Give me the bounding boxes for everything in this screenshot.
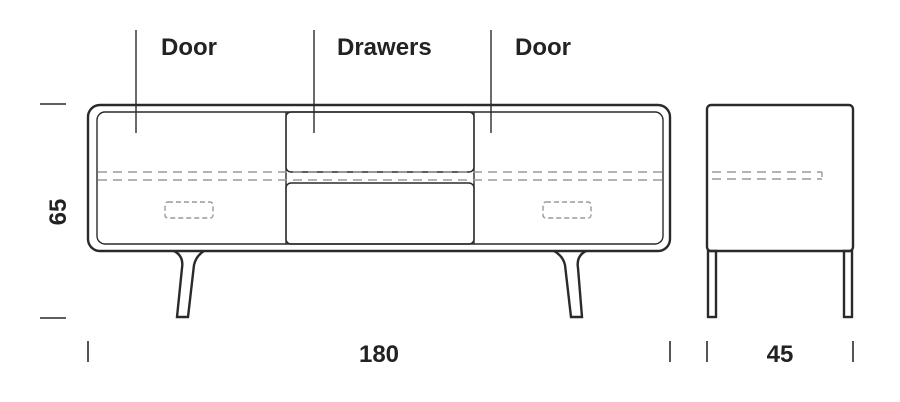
width-value: 180 <box>359 341 399 368</box>
top-drawer <box>285 111 475 173</box>
side-leg-left <box>706 249 718 319</box>
side-view <box>705 103 855 319</box>
width-dimension: 180 <box>87 341 671 368</box>
right-leg <box>553 249 587 319</box>
right-door-handle <box>542 201 592 219</box>
door-left-label: Door <box>161 34 217 61</box>
left-door-handle <box>164 201 214 219</box>
cabinet-outer-frame <box>86 103 672 253</box>
side-leg-right <box>842 249 854 319</box>
height-dimension: 65 <box>40 103 72 319</box>
side-body <box>705 103 855 253</box>
height-value: 65 <box>45 199 72 226</box>
cabinet-inner-frame <box>96 111 664 245</box>
depth-value: 45 <box>767 341 794 368</box>
bottom-drawer <box>285 182 475 245</box>
depth-dimension: 45 <box>706 341 854 368</box>
left-leg <box>173 249 205 319</box>
front-view <box>86 103 672 319</box>
door-right-label: Door <box>515 34 571 61</box>
drawers-label: Drawers <box>337 34 432 61</box>
